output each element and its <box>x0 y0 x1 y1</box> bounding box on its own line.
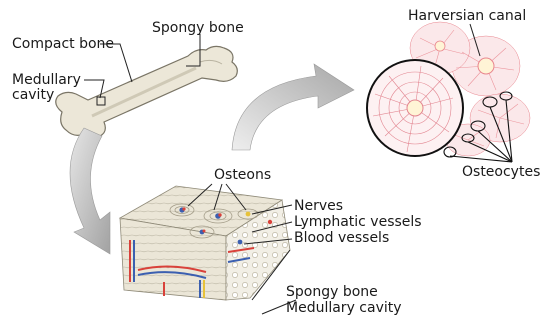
label-medullary-cavity-bottom: Medullary cavity <box>286 300 402 316</box>
label-osteons: Osteons <box>214 167 271 183</box>
long-bone <box>56 46 238 137</box>
label-medullary-line1: Medullary <box>12 72 81 88</box>
label-nerves: Nerves <box>294 198 343 214</box>
label-osteocytes: Osteocytes <box>462 164 540 180</box>
label-harversian-canal: Harversian canal <box>408 8 526 24</box>
label-spongy-bone-top: Spongy bone <box>152 20 244 36</box>
arrow-down <box>70 128 110 254</box>
label-lymphatic-vessels: Lymphatic vessels <box>294 214 422 230</box>
label-medullary-line2: cavity <box>12 87 54 103</box>
label-blood-vessels: Blood vessels <box>294 230 389 246</box>
label-spongy-bone-bottom: Spongy bone <box>286 284 378 300</box>
arrow-up-right <box>232 64 354 150</box>
osteon-micrograph <box>367 22 530 162</box>
label-compact-bone: Compact bone <box>12 36 114 52</box>
